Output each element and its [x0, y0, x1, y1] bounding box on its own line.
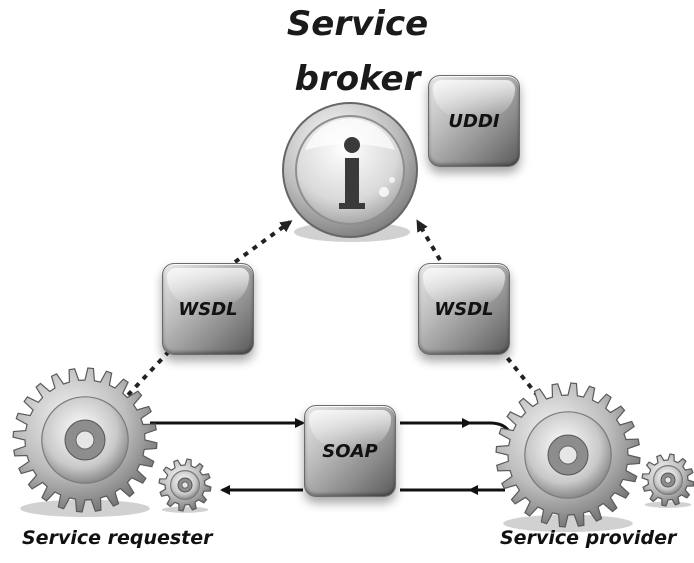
service-provider-caption: Service provider: [500, 527, 677, 549]
page-title-line2: broker: [294, 59, 421, 99]
page-title-line1: Service: [286, 4, 429, 44]
service-requester-caption: Service requester: [22, 527, 213, 549]
uddi-box: UDDI: [428, 75, 520, 167]
requester-gear-icon: [12, 367, 158, 518]
soap-box: SOAP: [304, 405, 396, 497]
dotted-link-provider-broker: [416, 219, 547, 407]
requester-small-gear-icon: [158, 458, 212, 513]
wsdl-right-label: WSDL: [434, 298, 494, 320]
wsdl-right-box: WSDL: [418, 263, 510, 355]
uddi-label: UDDI: [448, 110, 500, 132]
wsdl-left-label: WSDL: [178, 298, 238, 320]
wsdl-left-box: WSDL: [162, 263, 254, 355]
soap-label: SOAP: [322, 440, 378, 462]
info-icon: [282, 102, 418, 242]
provider-small-gear-icon: [641, 453, 694, 508]
provider-gear-icon: [495, 382, 641, 533]
